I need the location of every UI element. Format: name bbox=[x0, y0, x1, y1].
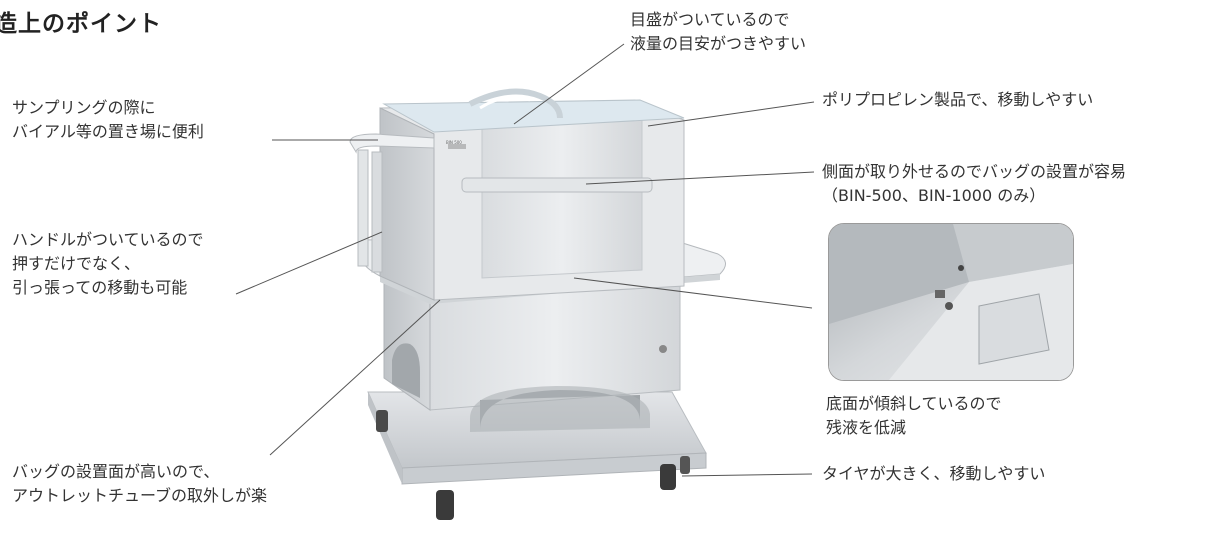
caption-side-panel: 側面が取り外せるのでバッグの設置が容易 （BIN-500、BIN-1000 のみ… bbox=[822, 160, 1126, 208]
caption-line: 側面が取り外せるのでバッグの設置が容易 bbox=[822, 162, 1127, 181]
caption-line: バイアル等の置き場に便利 bbox=[12, 122, 204, 141]
cabinet-knob-icon bbox=[659, 345, 667, 353]
caption-line: 押すだけでなく、 bbox=[12, 254, 141, 273]
caption-line: アウトレットチューブの取外しが楽 bbox=[12, 486, 268, 505]
caption-line: 底面が傾斜しているので bbox=[826, 394, 1002, 413]
caption-line: （BIN-500、BIN-1000 のみ） bbox=[822, 186, 1046, 205]
caption-bag-height: バッグの設置面が高いので、 アウトレットチューブの取外しが楽 bbox=[12, 460, 267, 508]
leader-lines bbox=[235, 43, 815, 477]
caption-vial-shelf: サンプリングの際に バイアル等の置き場に便利 bbox=[12, 96, 204, 144]
product-label: BIN 500 bbox=[446, 140, 462, 145]
bottom-inset-photo bbox=[828, 223, 1074, 381]
caption-line: サンプリングの際に bbox=[12, 98, 156, 117]
wheels bbox=[376, 410, 690, 520]
caption-tires: タイヤが大きく、移動しやすい bbox=[822, 462, 1045, 486]
lower-cabinet bbox=[383, 261, 681, 432]
caption-line: 液量の目安がつきやすい bbox=[630, 34, 807, 53]
caption-line: ポリプロピレン製品で、移動しやすい bbox=[822, 90, 1094, 109]
caption-scale: 目盛がついているので 液量の目安がつきやすい bbox=[630, 8, 806, 56]
caption-line: タイヤが大きく、移動しやすい bbox=[822, 464, 1046, 483]
caption-bottom: 底面が傾斜しているので 残液を低減 bbox=[826, 392, 1002, 440]
upper-box bbox=[379, 88, 685, 301]
page-heading: 造上のポイント bbox=[0, 11, 162, 37]
caption-line: ハンドルがついているので bbox=[12, 230, 204, 249]
caption-line: 引っ張っての移動も可能 bbox=[12, 278, 188, 297]
caption-line: バッグの設置面が高いので、 bbox=[12, 462, 220, 481]
front-handle bbox=[461, 177, 653, 193]
caption-line: 目盛がついているので bbox=[630, 10, 790, 29]
caption-handle: ハンドルがついているので 押すだけでなく、 引っ張っての移動も可能 bbox=[12, 228, 204, 300]
vial-shelf bbox=[349, 133, 435, 273]
caption-material: ポリプロピレン製品で、移動しやすい bbox=[822, 88, 1093, 112]
caption-line: 残液を低減 bbox=[826, 418, 907, 437]
